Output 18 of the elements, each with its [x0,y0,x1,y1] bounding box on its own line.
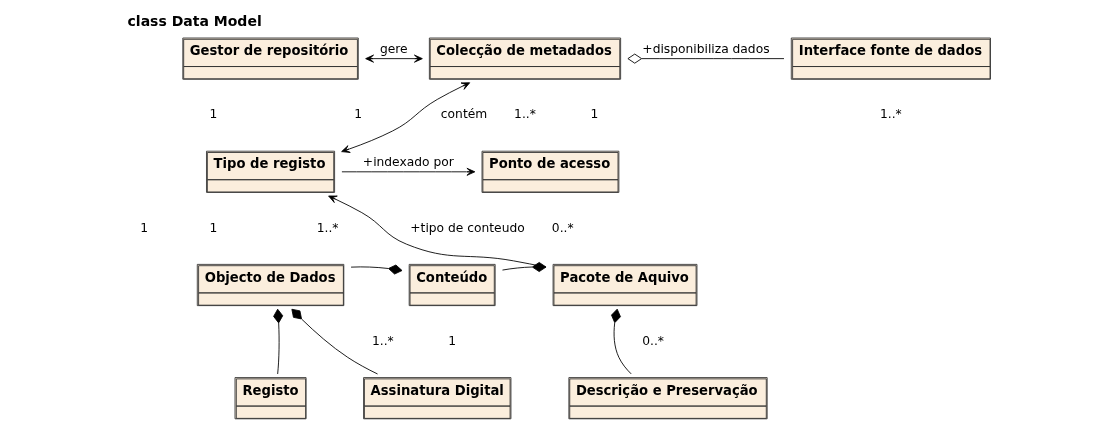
edge-label: contém [440,107,487,122]
label: 1 [447,333,456,348]
edge-label: +indexado por [362,154,454,169]
edge-label: +disponibiliza dados [641,41,770,56]
label: 1 [209,107,217,122]
label: 1 [589,107,598,122]
edge-label: +tipo de conteudo [409,220,525,235]
label: 1 [139,220,148,235]
label: 1 [209,220,217,235]
label: 0..* [641,333,664,348]
diagram-title: class Data Model [127,12,262,29]
label: 1..* [316,220,338,235]
label: 1..* [513,107,536,122]
label: 1..* [879,107,902,122]
label: 1 [353,107,362,122]
edge-label: gere [379,41,408,56]
label: 1..* [371,333,394,348]
label: 0..* [551,220,574,235]
